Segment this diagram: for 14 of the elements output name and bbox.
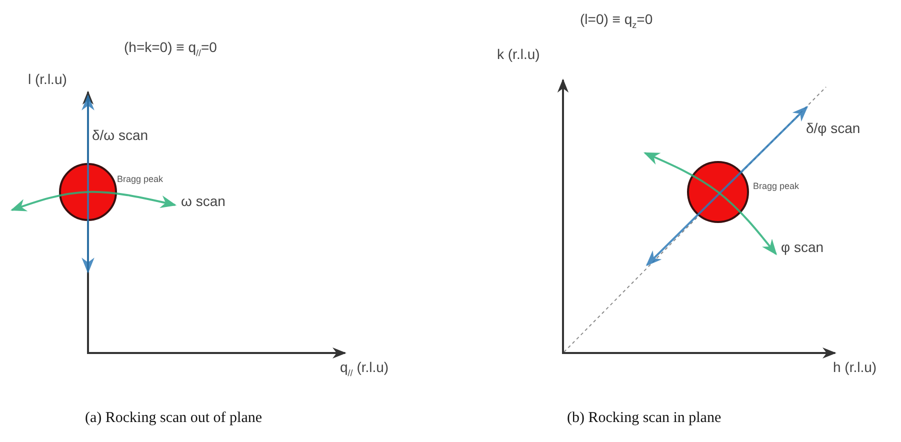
caption: (b) Rocking scan in plane <box>567 410 722 426</box>
plane-condition: (l=0) ≡ q$_{z}$=0 <box>580 12 653 31</box>
peak-label: Bragg peak <box>753 182 800 192</box>
scan-label: φ scan <box>781 240 824 256</box>
scan-label: δ/ω scan <box>92 128 148 144</box>
caption: (a) Rocking scan out of plane <box>85 410 262 426</box>
axis-label: h (r.l.u) <box>833 360 877 376</box>
scan-label: δ/φ scan <box>806 121 860 136</box>
axis-label: k (r.l.u) <box>497 47 540 62</box>
axis-label: l (r.l.u) <box>28 72 67 88</box>
axis-label: q$_{//}$ (r.l.u) <box>340 360 389 379</box>
scan-label: ω scan <box>181 194 226 210</box>
peak-label: Bragg peak <box>117 175 164 185</box>
plane-condition: (h=k=0) ≡ q$_{//}$=0 <box>124 40 217 59</box>
